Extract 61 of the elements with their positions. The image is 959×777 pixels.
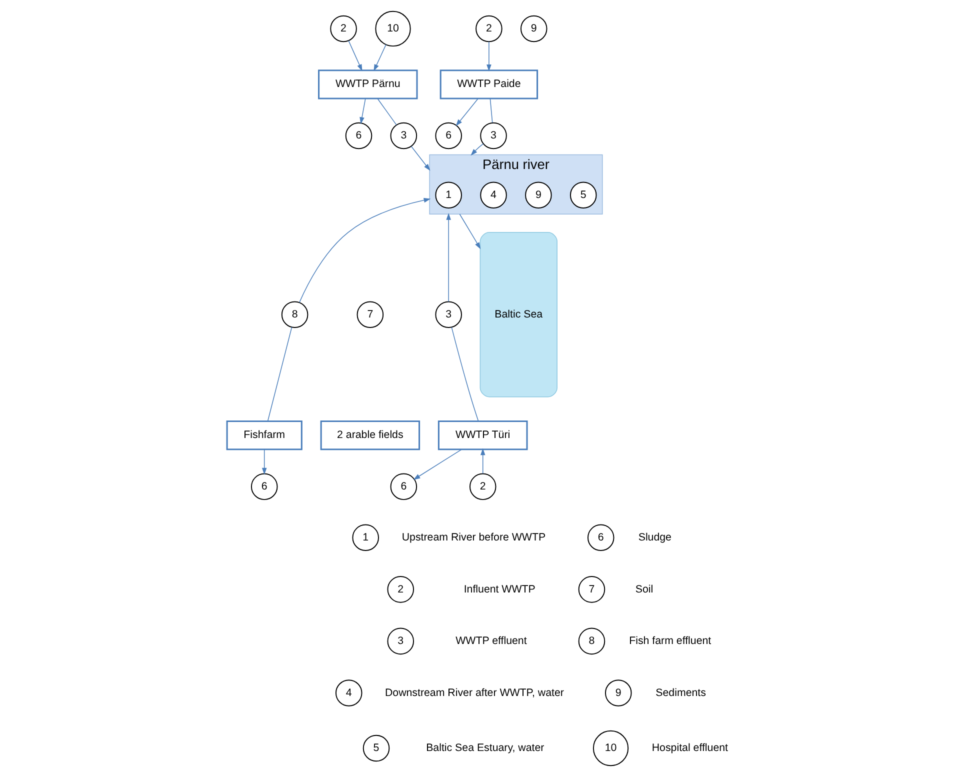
node-circle: 7 xyxy=(578,576,605,603)
node-box: Fishfarm xyxy=(226,420,302,450)
label: WWTP effluent xyxy=(455,635,526,648)
label: Baltic Sea Estuary, water xyxy=(426,742,544,754)
node-circle: 4 xyxy=(334,680,362,706)
arrow xyxy=(298,198,430,303)
label: Fish farm effluent xyxy=(628,635,711,648)
label: Influent WWTP xyxy=(463,583,535,596)
arrow xyxy=(480,448,485,474)
node-circle: 10 xyxy=(374,10,410,47)
node-circle: 5 xyxy=(569,182,596,208)
node-circle: 6 xyxy=(586,524,614,552)
arrow xyxy=(359,98,366,124)
label: Hospital effluent xyxy=(651,742,728,754)
node-circle: 5 xyxy=(362,734,390,762)
node-circle: 8 xyxy=(280,301,308,328)
node-circle: 6 xyxy=(250,473,278,500)
arrow xyxy=(261,449,266,475)
node-circle: 1 xyxy=(434,182,462,208)
arrow xyxy=(410,146,430,171)
node-circle: 2 xyxy=(330,15,356,42)
node-circle: 9 xyxy=(524,182,552,208)
label: Upstream River before WWTP xyxy=(401,531,546,544)
arrow xyxy=(458,214,480,250)
arrow xyxy=(446,212,450,302)
label: Soil xyxy=(634,583,653,596)
arrow xyxy=(486,41,491,72)
node-box: WWTP Türi xyxy=(437,420,528,450)
node-circle: 7 xyxy=(356,301,384,328)
arrow xyxy=(373,44,386,72)
node-box: Baltic Sea xyxy=(479,232,557,398)
connector xyxy=(450,326,478,422)
node-box: 2 arable fields xyxy=(320,420,420,450)
connector xyxy=(376,98,396,126)
node-circle: 2 xyxy=(386,576,414,603)
node-circle: 3 xyxy=(390,122,417,150)
arrow xyxy=(470,143,484,156)
node-circle: 3 xyxy=(480,122,506,150)
arrow xyxy=(348,40,362,72)
node-circle: 8 xyxy=(578,628,605,655)
node-circle: 4 xyxy=(480,182,506,208)
node-circle: 3 xyxy=(434,301,462,328)
node-circle: 6 xyxy=(434,122,462,150)
label: Sludge xyxy=(638,531,671,544)
node-circle: 2 xyxy=(468,473,496,500)
node-circle: 10 xyxy=(592,730,628,766)
connector xyxy=(489,98,492,124)
label: Sediments xyxy=(655,686,706,699)
node-box: WWTP Paide xyxy=(439,70,538,100)
arrow xyxy=(412,449,462,480)
label: Downstream River after WWTP, water xyxy=(384,686,564,699)
node-circle: 6 xyxy=(344,122,372,150)
connector xyxy=(266,326,292,422)
node-circle: 9 xyxy=(520,15,547,42)
node-circle: 6 xyxy=(390,473,417,500)
node-circle: 2 xyxy=(475,15,502,42)
node-circle: 3 xyxy=(386,628,414,655)
node-circle: 1 xyxy=(352,524,378,552)
node-box: WWTP Pärnu xyxy=(318,70,418,100)
node-circle: 9 xyxy=(604,680,632,706)
arrow xyxy=(455,98,478,126)
